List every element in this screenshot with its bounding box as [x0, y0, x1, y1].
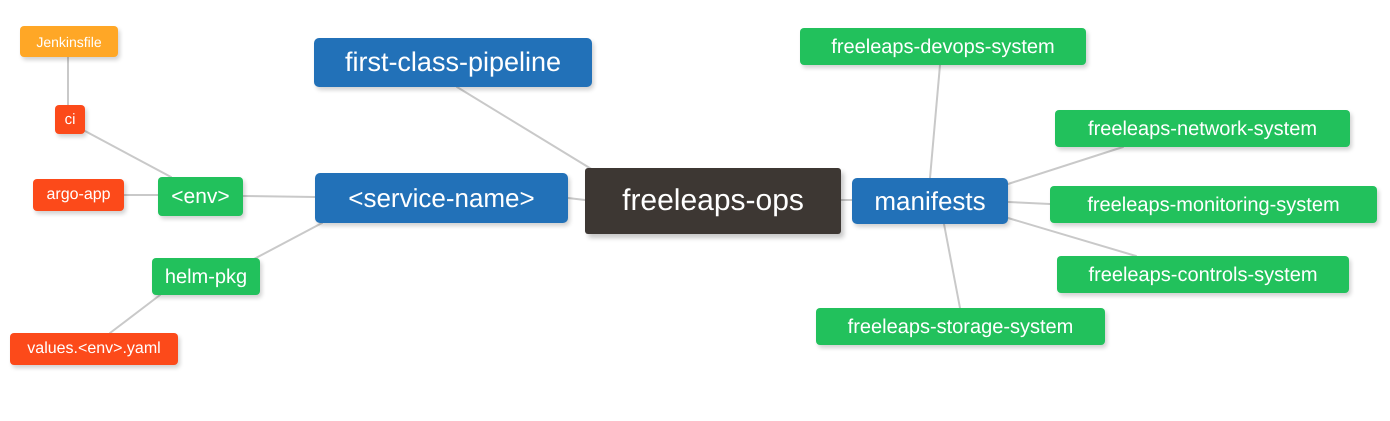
node-freeleaps-ops[interactable]: freeleaps-ops [585, 168, 841, 234]
edge-manifests-to-freeleaps-storage-system [943, 223, 961, 309]
node-ci[interactable]: ci [55, 105, 85, 134]
edge-manifests-to-freeleaps-monitoring-system [1007, 201, 1051, 205]
node-label: argo-app [46, 186, 111, 203]
node-first-class-pipeline[interactable]: first-class-pipeline [314, 38, 592, 87]
edge-freeleaps-ops-to-service-name [567, 197, 586, 201]
node-label: freeleaps-network-system [1088, 117, 1317, 140]
node-freeleaps-controls-system[interactable]: freeleaps-controls-system [1057, 256, 1349, 293]
node-service-name[interactable]: <service-name> [315, 173, 568, 223]
node-label: <env> [171, 185, 230, 208]
node-label: Jenkinsfile [36, 33, 102, 50]
node-label: helm-pkg [164, 265, 248, 288]
node-label: freeleaps-storage-system [847, 315, 1074, 338]
edge-helm-pkg-to-values-env-yaml [109, 294, 161, 334]
node-jenkinsfile[interactable]: Jenkinsfile [20, 26, 118, 57]
edge-service-name-to-helm-pkg [253, 222, 323, 260]
node-label: freeleaps-controls-system [1088, 263, 1318, 286]
node-freeleaps-storage-system[interactable]: freeleaps-storage-system [816, 308, 1105, 345]
node-label: ci [64, 111, 76, 128]
edge-manifests-to-freeleaps-network-system [1007, 146, 1124, 185]
node-env[interactable]: <env> [158, 177, 243, 216]
node-freeleaps-network-system[interactable]: freeleaps-network-system [1055, 110, 1350, 147]
edge-manifests-to-freeleaps-controls-system [1007, 217, 1137, 257]
node-freeleaps-devops-system[interactable]: freeleaps-devops-system [800, 28, 1086, 65]
edge-manifests-to-freeleaps-devops-system [929, 64, 941, 179]
node-values-env-yaml[interactable]: values.<env>.yaml [10, 333, 178, 365]
node-label: values.<env>.yaml [27, 340, 161, 357]
node-helm-pkg[interactable]: helm-pkg [152, 258, 260, 295]
node-label: <service-name> [348, 183, 535, 213]
node-freeleaps-monitoring-system[interactable]: freeleaps-monitoring-system [1050, 186, 1377, 223]
node-label: freeleaps-ops [622, 184, 804, 217]
node-label: freeleaps-devops-system [831, 35, 1055, 58]
node-label: freeleaps-monitoring-system [1087, 193, 1340, 216]
edge-env-to-ci [84, 130, 172, 178]
node-label: first-class-pipeline [344, 47, 562, 77]
node-label: manifests [874, 186, 986, 216]
edge-freeleaps-ops-to-first-class-pipeline [456, 86, 594, 171]
node-manifests[interactable]: manifests [852, 178, 1008, 224]
node-argo-app[interactable]: argo-app [33, 179, 124, 211]
edge-service-name-to-env [242, 195, 316, 198]
